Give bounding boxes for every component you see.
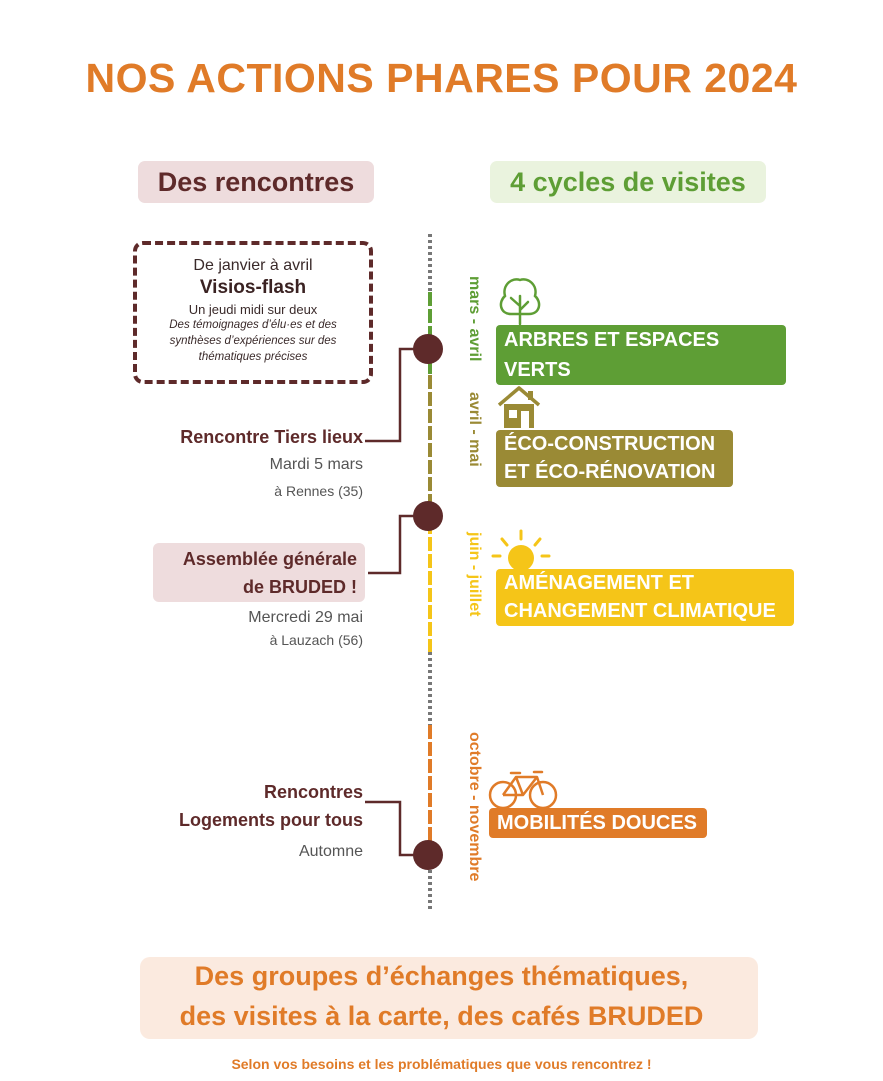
house-icon <box>497 386 541 428</box>
header-rencontres: Des rencontres <box>138 161 374 203</box>
timeline-dot-1 <box>413 334 443 364</box>
event-logements-title-line1: Rencontres <box>263 782 363 802</box>
event-logements-title-line2: Logements pour tous <box>179 810 363 830</box>
timeline-dot-2 <box>413 501 443 531</box>
event-tiers-lieux-place: à Rennes (35) <box>274 483 363 499</box>
footer-note: Selon vos besoins et les problématiques … <box>231 1056 652 1072</box>
event-tiers-lieux-date: Mardi 5 mars <box>269 456 363 473</box>
tag-eco-construction-line1: ÉCO-CONSTRUCTION <box>504 433 716 455</box>
event-ag-title-line1: Assemblée générale <box>182 549 357 569</box>
sun-icon <box>491 529 551 571</box>
tag-amenagement: AMÉNAGEMENT ET CHANGEMENT CLIMATIQUE <box>496 569 794 626</box>
bicycle-icon <box>488 770 558 810</box>
event-ag-date: Mercredi 29 mai <box>248 609 363 626</box>
page-title: NOS ACTIONS PHARES POUR 2024 <box>85 55 798 101</box>
tag-arbres: ARBRES ET ESPACES VERTS <box>496 325 786 385</box>
connector-logements <box>365 800 415 857</box>
months-cycle-3: juin - juillet <box>466 532 483 617</box>
event-ag-place: à Lauzach (56) <box>269 632 363 648</box>
timeline-dot-3 <box>413 840 443 870</box>
bottom-callout <box>140 957 758 1039</box>
event-logements-date: Automne <box>298 843 363 860</box>
tag-eco-construction-line2: ET ÉCO-RÉNOVATION <box>504 461 716 483</box>
months-cycle-4: octobre - novembre <box>466 732 483 882</box>
connector-ag <box>368 514 415 575</box>
tag-eco-construction: ÉCO-CONSTRUCTION ET ÉCO-RÉNOVATION <box>496 430 733 487</box>
event-tiers-lieux-title: Rencontre Tiers lieux <box>180 427 363 447</box>
connector-tiers-lieux <box>365 347 415 443</box>
tag-mobilites: MOBILITÉS DOUCES <box>489 808 707 838</box>
visios-period: De janvier à avril <box>193 257 313 274</box>
event-ag-title-line2: de BRUDED ! <box>242 577 357 597</box>
tag-amenagement-line1: AMÉNAGEMENT ET <box>504 572 694 594</box>
tree-icon <box>499 278 541 326</box>
tag-amenagement-line2: CHANGEMENT CLIMATIQUE <box>504 600 776 622</box>
months-cycle-2: avril - mai <box>466 392 483 467</box>
bottom-line-2: des visites à la carte, des cafés BRUDED <box>179 1001 704 1031</box>
months-cycle-1: mars - avril <box>466 276 483 362</box>
header-cycles-visites: 4 cycles de visites <box>490 161 766 203</box>
visios-description: Des témoignages d’élu·es et des synthèse… <box>169 319 337 363</box>
visios-flash-box: De janvier à avril Visios-flash Un jeudi… <box>133 241 373 384</box>
bottom-line-1: Des groupes d’échanges thématiques, <box>194 961 689 991</box>
visios-frequency: Un jeudi midi sur deux <box>188 302 318 317</box>
connectors <box>365 347 415 857</box>
visios-name: Visios-flash <box>199 277 307 298</box>
event-ag-title-box: Assemblée générale de BRUDED ! <box>153 543 365 602</box>
